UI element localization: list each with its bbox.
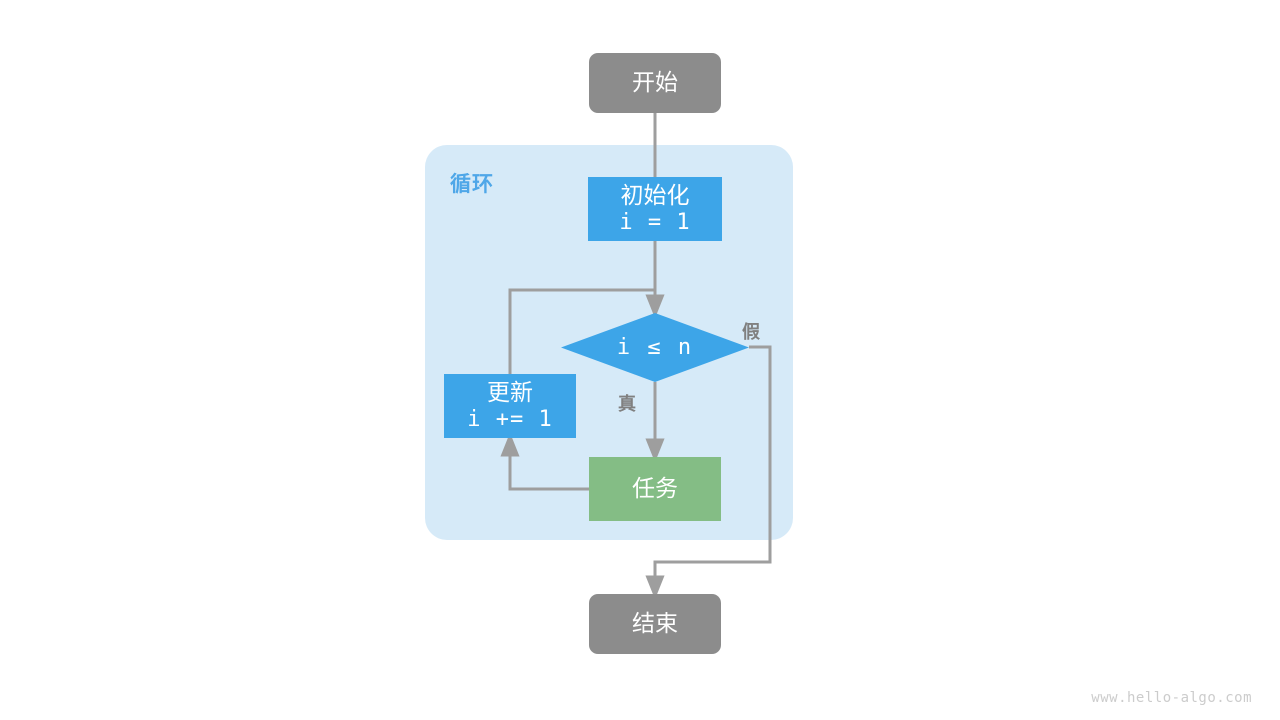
node-end[interactable]: 结束 xyxy=(589,594,721,654)
node-init-title: 初始化 xyxy=(620,182,690,209)
node-end-label: 结束 xyxy=(632,610,678,637)
node-decision[interactable]: i ≤ n xyxy=(561,313,749,382)
node-init-code: i = 1 xyxy=(619,209,691,235)
edge-update-to-decision xyxy=(508,288,655,374)
node-update[interactable]: 更新 i += 1 xyxy=(444,374,576,438)
edge-label-false: 假 xyxy=(742,322,760,342)
watermark: www.hello-algo.com xyxy=(1091,690,1252,706)
node-init[interactable]: 初始化 i = 1 xyxy=(588,177,722,241)
node-task[interactable]: 任务 xyxy=(589,457,721,521)
node-start-label: 开始 xyxy=(632,69,678,96)
edge-decision-to-end xyxy=(645,345,772,600)
node-update-code: i += 1 xyxy=(467,406,553,432)
edge-label-true: 真 xyxy=(618,394,636,414)
node-start[interactable]: 开始 xyxy=(589,53,721,113)
node-task-label: 任务 xyxy=(632,475,678,502)
node-decision-condition: i ≤ n xyxy=(616,335,694,360)
loop-region-label: 循环 xyxy=(450,173,494,196)
node-update-title: 更新 xyxy=(487,379,533,406)
edge-task-to-update xyxy=(500,432,589,491)
